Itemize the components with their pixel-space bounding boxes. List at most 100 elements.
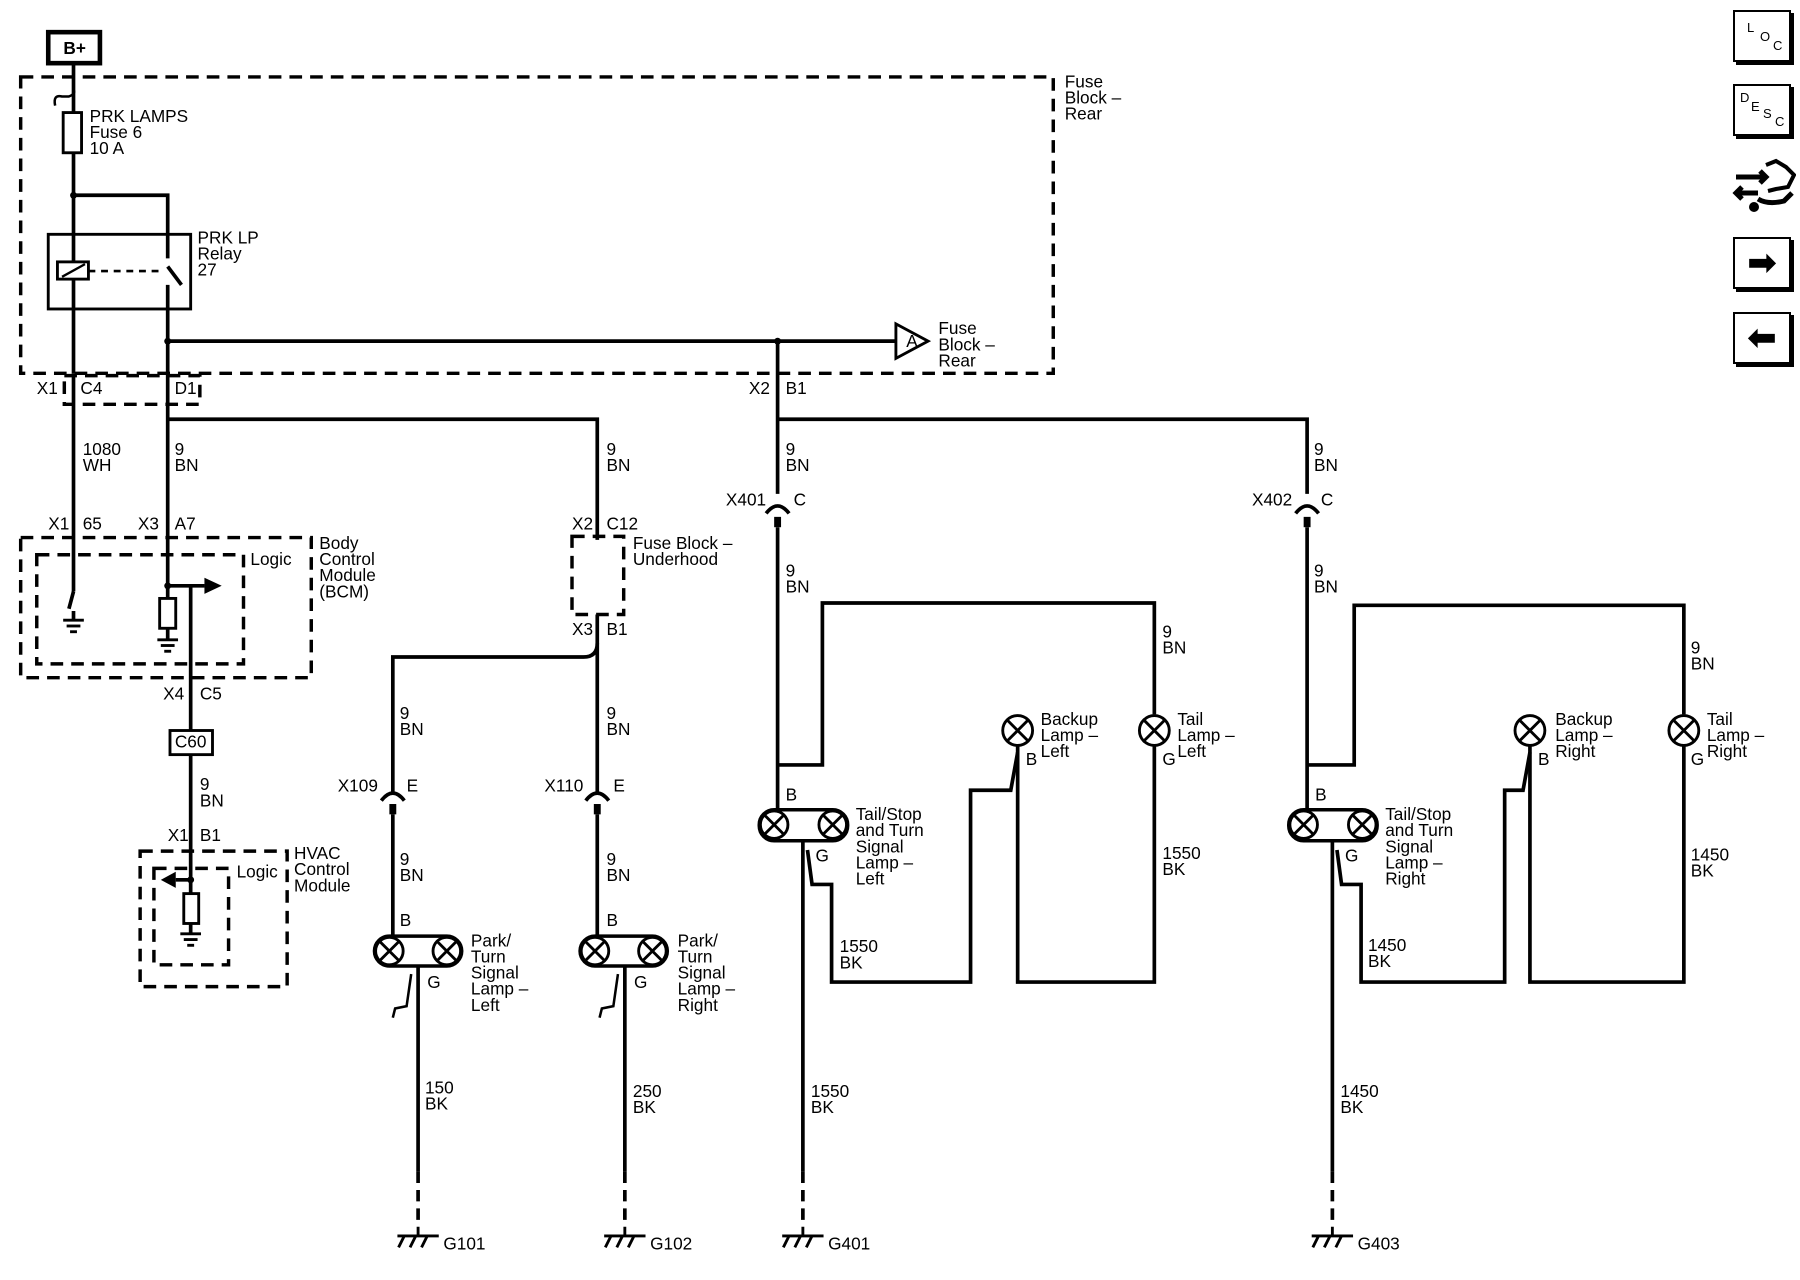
svg-text:(BCM): (BCM) — [319, 581, 369, 601]
inline-connector-icon — [584, 791, 611, 802]
arrow-right-icon — [204, 577, 222, 594]
pin-label: C12 — [606, 514, 638, 534]
offpage-letter: A — [906, 331, 918, 351]
svg-text:Tail/Stop: Tail/Stop — [856, 804, 922, 824]
svg-text:1080: 1080 — [83, 439, 121, 459]
svg-text:9: 9 — [175, 439, 185, 459]
svg-text:BK: BK — [1162, 859, 1185, 879]
svg-text:Rear: Rear — [938, 350, 976, 370]
svg-text:PRK LP: PRK LP — [198, 228, 259, 248]
bcm-outline — [18, 535, 313, 680]
pin-label: A7 — [175, 514, 196, 534]
underhood-label: Fuse Block – Underhood — [633, 533, 733, 569]
pin-label: B — [400, 910, 411, 930]
svg-text:1450: 1450 — [1368, 935, 1406, 955]
svg-text:Fuse: Fuse — [938, 318, 976, 338]
svg-text:Backup: Backup — [1555, 709, 1612, 729]
pin-label: E — [407, 775, 418, 795]
svg-text:Body: Body — [319, 533, 359, 553]
wire-label: 9 BN — [606, 849, 630, 885]
svg-text:BN: BN — [200, 790, 224, 810]
next-button[interactable]: ➡ — [1733, 237, 1791, 289]
svg-text:Control: Control — [294, 859, 350, 879]
pin-label: C — [794, 489, 806, 509]
pin-label: G — [1345, 845, 1358, 865]
park-turn-lamp-right-icon — [578, 934, 670, 968]
resistor-icon — [182, 892, 201, 925]
wire-1450-tail-right — [1528, 745, 1686, 984]
ground-icon — [157, 638, 179, 653]
svg-text:Park/: Park/ — [678, 930, 718, 950]
backup-lamp-right-label: Backup Lamp – Right — [1555, 709, 1613, 761]
svg-text:1450: 1450 — [1691, 844, 1729, 864]
inline-connector-icon — [1294, 504, 1321, 515]
svg-text:BN: BN — [175, 455, 199, 475]
underhood-outline — [570, 534, 626, 617]
previous-button[interactable]: ⬅ — [1733, 312, 1791, 364]
park-turn-lamp-left-icon — [372, 934, 464, 968]
ground-label: G401 — [828, 1234, 870, 1254]
desc-letter: E — [1751, 99, 1760, 114]
svg-text:and Turn: and Turn — [856, 820, 924, 840]
tail-lamp-right-label: Tail Lamp – Right — [1707, 709, 1765, 761]
pin-label: X1 — [48, 514, 69, 534]
wire-label: 9 BN — [175, 439, 199, 475]
pin-label: B — [1538, 749, 1550, 769]
hvac-logic-outline — [152, 866, 231, 967]
svg-text:Left: Left — [471, 995, 500, 1015]
pin-label: X1 — [37, 378, 58, 398]
svg-text:Underhood: Underhood — [633, 549, 718, 569]
svg-text:Fuse 6: Fuse 6 — [90, 122, 143, 142]
svg-text:Left: Left — [1041, 741, 1070, 761]
wire-9bn-x109 — [390, 614, 600, 793]
tail-stop-turn-lamp-left-icon — [757, 808, 850, 843]
wire-label: 1550 BK — [811, 1081, 849, 1117]
svg-text:BK: BK — [1368, 951, 1391, 971]
wire-label: 9 BN — [1314, 439, 1338, 475]
svg-text:and Turn: and Turn — [1385, 820, 1453, 840]
svg-text:9: 9 — [606, 849, 616, 869]
wire-label: 9 BN — [786, 439, 810, 475]
svg-text:9: 9 — [606, 703, 616, 723]
pin-label: X402 — [1252, 489, 1292, 509]
wire-label: 1450 BK — [1691, 844, 1729, 880]
wire-label: 150 BK — [425, 1077, 454, 1113]
ground-icon — [180, 932, 202, 947]
pin-label: B — [786, 785, 798, 805]
desc-button[interactable]: D E S C — [1733, 84, 1791, 136]
pin-label: B1 — [606, 619, 627, 639]
ground-g102-icon — [604, 1226, 646, 1249]
ground-label: G403 — [1358, 1234, 1400, 1254]
wire-label: 9 BN — [400, 849, 424, 885]
wire-label: 250 BK — [633, 1081, 662, 1117]
ground-icon — [63, 591, 84, 634]
svg-text:1550: 1550 — [840, 936, 878, 956]
park-turn-lamp-left-label: Park/ Turn Signal Lamp – Left — [471, 930, 529, 1014]
svg-text:Turn: Turn — [678, 947, 713, 967]
relay-box — [46, 232, 193, 311]
ground-label: G101 — [443, 1234, 485, 1254]
pin-label: D1 — [175, 378, 197, 398]
svg-text:27: 27 — [198, 260, 217, 280]
relay-switch-icon — [166, 265, 183, 286]
svg-text:9: 9 — [200, 774, 210, 794]
fuse-label: PRK LAMPS Fuse 6 10 A — [90, 106, 189, 158]
wire-label: 9 BN — [1314, 561, 1338, 597]
connector-wrench-button[interactable] — [1732, 155, 1797, 215]
wire-9bn-x402 — [777, 417, 1309, 494]
loc-letter: L — [1747, 20, 1755, 35]
backup-lamp-right-icon — [1513, 714, 1547, 747]
wire-label: 9 BN — [200, 774, 224, 810]
svg-text:BN: BN — [1162, 638, 1186, 658]
relay-coil-icon — [55, 260, 90, 281]
bcm-label: Body Control Module (BCM) — [319, 533, 375, 601]
hvac-label: HVAC Control Module — [294, 843, 350, 895]
svg-text:BK: BK — [1340, 1097, 1363, 1117]
wire-label: 9 BN — [1162, 621, 1186, 657]
svg-text:Control: Control — [319, 549, 375, 569]
backup-lamp-left-icon — [1001, 714, 1035, 747]
c60-label: C60 — [175, 732, 207, 752]
svg-text:BK: BK — [633, 1097, 656, 1117]
svg-text:9: 9 — [400, 849, 410, 869]
loc-button[interactable]: L O C — [1733, 10, 1791, 62]
